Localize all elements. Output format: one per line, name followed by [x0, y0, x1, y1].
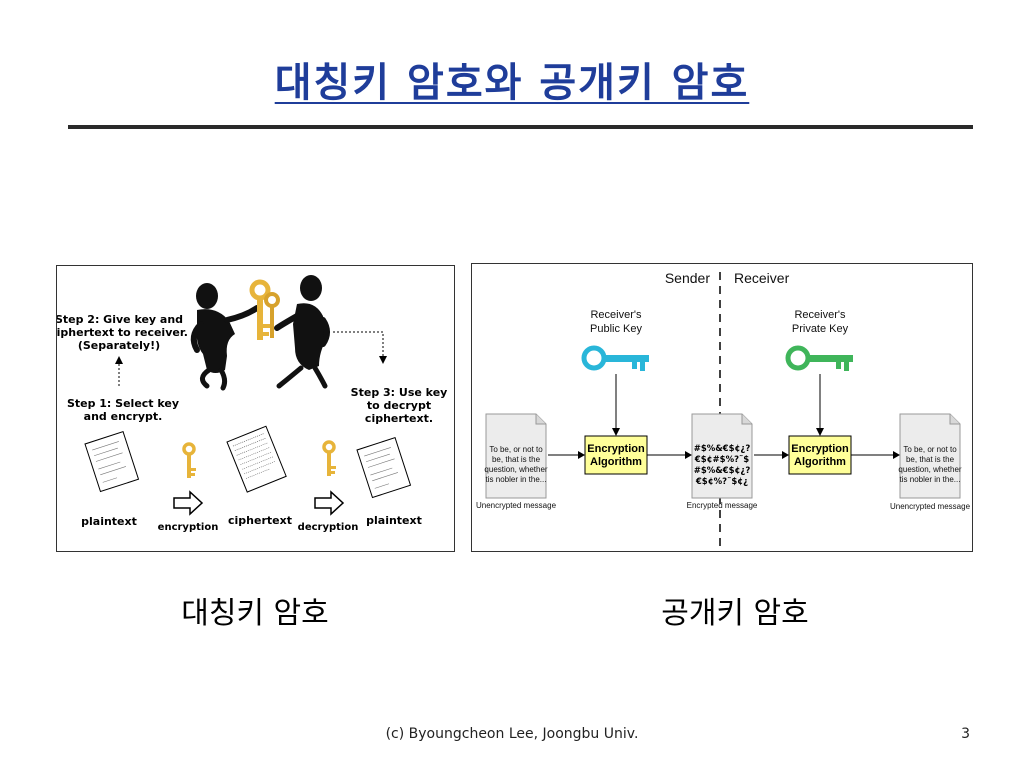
symmetric-key-figure: Step 2: Give key and ciphertext to recei… — [56, 265, 455, 552]
step3-line3: ciphertext. — [365, 412, 433, 425]
unencrypted-message-label: Unencrypted message — [890, 502, 971, 511]
cipher-text-line3: #$%&€$¢¿? — [694, 466, 751, 476]
step2-line3: (Separately!) — [78, 339, 160, 352]
arrow-head-right-icon — [893, 451, 900, 459]
page-number: 3 — [961, 726, 970, 742]
encryption-algorithm-box: Encryption Algorithm — [788, 435, 852, 475]
small-key-icon — [182, 442, 196, 478]
public-key-icon — [581, 345, 649, 371]
arrow-head-up-icon — [115, 356, 123, 364]
step2-line2: ciphertext to receiver. — [57, 326, 188, 339]
person-silhouette-icon — [274, 275, 330, 389]
private-key-label-line2: Private Key — [792, 323, 849, 335]
unencrypted-message-label: Unencrypted message — [476, 501, 557, 510]
unencrypted-document-icon: To be, or not to be, that is the questio… — [484, 413, 548, 499]
encryption-algorithm-box: Encryption Algorithm — [584, 435, 648, 475]
public-key-figure: Sender Receiver Receiver's Public Key Re… — [471, 263, 973, 552]
plain-text-line4: tis nobler in the... — [900, 475, 961, 484]
plain-text-line4: tis nobler in the... — [486, 475, 547, 484]
footer-copyright: (c) Byoungcheon Lee, Joongbu Univ. — [385, 726, 639, 742]
sender-label: Sender — [665, 270, 710, 286]
symmetric-key-diagram: Step 2: Give key and ciphertext to recei… — [57, 275, 448, 533]
arrow-head-right-icon — [782, 451, 789, 459]
label-plaintext: plaintext — [366, 514, 422, 527]
plain-text-line3: question, whether — [898, 465, 961, 474]
step3-line1: Step 3: Use key — [351, 386, 448, 399]
label-decryption: decryption — [298, 522, 359, 533]
caption-symmetric: 대칭키 암호 — [181, 596, 329, 631]
plain-text-line1: To be, or not to — [903, 445, 957, 454]
arrow-head-down-icon — [379, 356, 387, 364]
public-key-label-line2: Public Key — [590, 323, 642, 335]
cipher-text-line4: €$¢%?˜$¢¿ — [695, 476, 748, 487]
plaintext-document-icon — [84, 431, 140, 493]
caption-public-key: 공개키 암호 — [661, 596, 809, 631]
private-key-label-line1: Receiver's — [794, 309, 846, 321]
plain-text-line2: be, that is the — [492, 455, 541, 464]
hollow-arrow-icon — [173, 490, 204, 516]
person-silhouette-icon — [190, 283, 260, 391]
arrow-head-down-icon — [816, 428, 824, 436]
arrow-head-right-icon — [685, 451, 692, 459]
public-key-diagram: Sender Receiver Receiver's Public Key Re… — [476, 270, 971, 551]
encrypted-document-icon: #$%&€$¢¿? €$¢#$%?˜$ #$%&€$¢¿? €$¢%?˜$¢¿ — [691, 413, 753, 499]
plain-text-line1: To be, or not to — [489, 445, 543, 454]
arrow-head-down-icon — [612, 428, 620, 436]
encryption-box-line1: Encryption — [791, 443, 849, 455]
small-key-icon — [322, 440, 336, 476]
unencrypted-document-icon: To be, or not to be, that is the questio… — [898, 413, 962, 499]
step1-line2: and encrypt. — [84, 410, 163, 423]
plain-text-line3: question, whether — [484, 465, 547, 474]
cipher-text-line2: €$¢#$%?˜$ — [694, 454, 749, 465]
plaintext-document-icon — [356, 437, 412, 499]
ciphertext-document-icon — [226, 425, 287, 493]
encrypted-message-label: Encrypted message — [687, 501, 758, 510]
receiver-label: Receiver — [734, 270, 790, 286]
step-arrow-right-down — [333, 331, 384, 356]
step1-line1: Step 1: Select key — [67, 397, 179, 410]
encryption-box-line1: Encryption — [587, 443, 645, 455]
slide-title: 대칭키 암호와 공개키 암호 — [274, 60, 750, 106]
public-key-label-line1: Receiver's — [590, 309, 642, 321]
label-encryption: encryption — [158, 522, 219, 533]
encryption-box-line2: Algorithm — [590, 456, 642, 468]
encryption-box-line2: Algorithm — [794, 456, 846, 468]
hollow-arrow-icon — [314, 490, 345, 516]
label-plaintext: plaintext — [81, 515, 137, 528]
private-key-icon — [785, 345, 853, 371]
step2-line1: Step 2: Give key and — [57, 313, 183, 326]
title-divider — [68, 125, 973, 129]
plain-text-line2: be, that is the — [906, 455, 955, 464]
cipher-text-line1: #$%&€$¢¿? — [694, 444, 751, 454]
label-ciphertext: ciphertext — [228, 514, 292, 527]
arrow-head-right-icon — [578, 451, 585, 459]
golden-key-icon — [249, 279, 280, 340]
step3-line2: to decrypt — [367, 399, 431, 412]
